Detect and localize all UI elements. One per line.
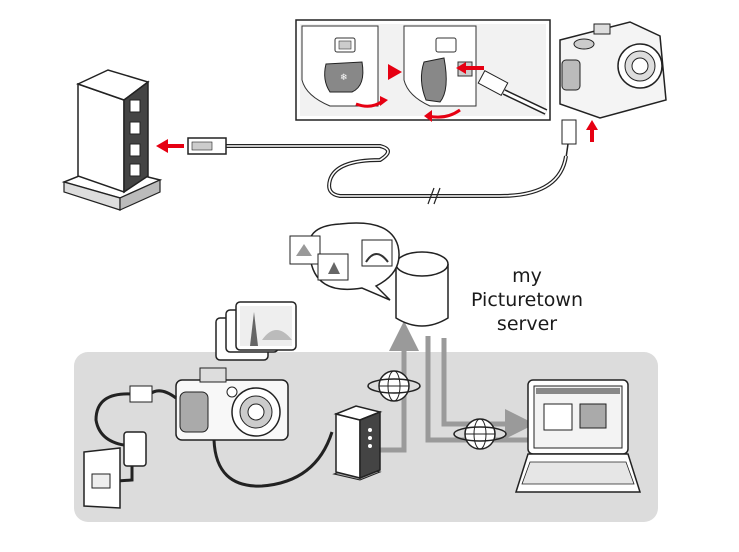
server-label-line1: my Picturetown [471, 265, 583, 311]
tower-router-icon [61, 69, 163, 211]
router-icon [332, 405, 383, 481]
camera-side-panel-open [403, 25, 548, 122]
step-arrow-icon [388, 64, 402, 80]
power-outlet-icon [83, 385, 177, 509]
network-globe-icon [367, 370, 421, 402]
camera-router-cable [212, 431, 334, 488]
server-label: my Picturetown server [456, 264, 598, 336]
server-icon [395, 251, 449, 327]
laptop-icon [514, 379, 642, 493]
ethernet-plug-camera-icon [561, 119, 598, 159]
server-label-line2: server [496, 313, 558, 335]
network-globe-icon-2 [453, 418, 507, 450]
camera-side-panel-closed: ❄ [301, 25, 388, 108]
ethernet-cable-icon [187, 137, 568, 205]
camera-bottom-icon [175, 367, 289, 441]
speech-bubble-photos-icon [289, 222, 400, 301]
svg-text:❄: ❄ [340, 73, 348, 83]
camera-icon [559, 21, 667, 119]
photo-stack-icon [215, 301, 297, 361]
connection-instruction-inset: ❄ [295, 19, 551, 122]
